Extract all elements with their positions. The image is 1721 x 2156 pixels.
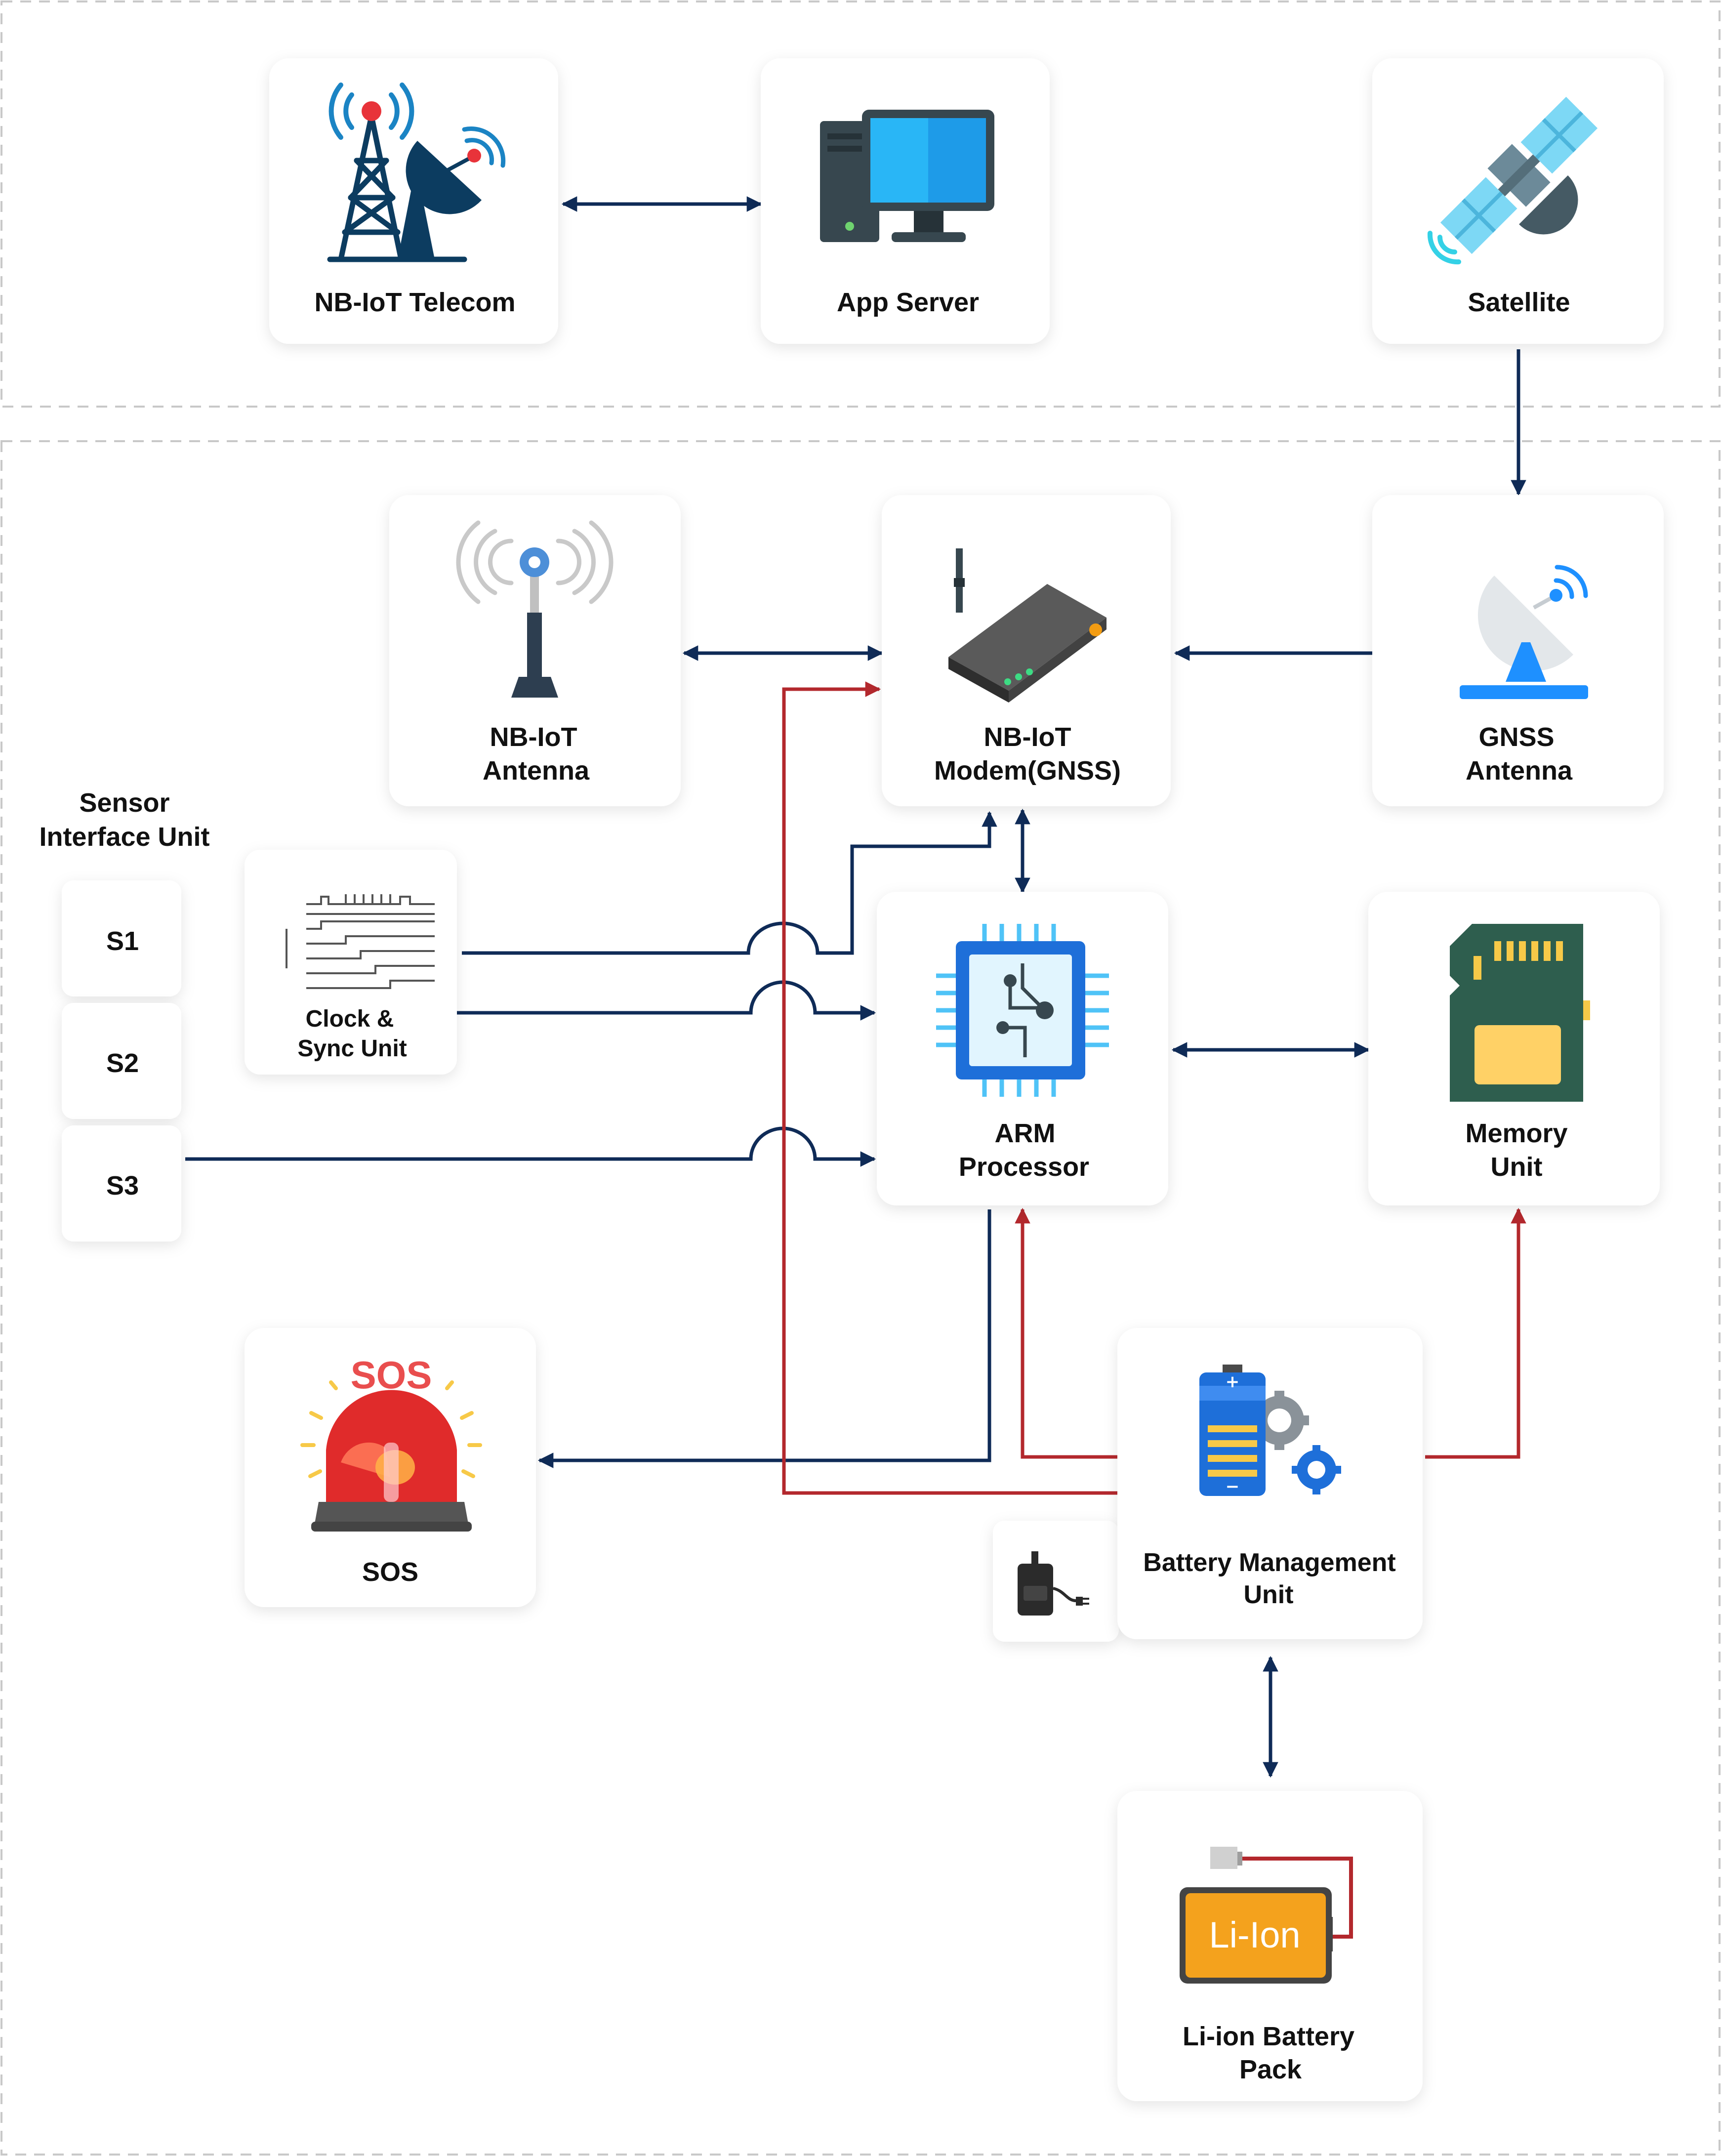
power-bmu-memory — [1425, 1207, 1526, 1459]
bmu-card[interactable]: + − Battery Management Unit — [1117, 1328, 1423, 1639]
memory-label-line2: Unit — [1491, 1152, 1543, 1182]
battery-gear-icon: + − — [1199, 1365, 1341, 1496]
sos-icon-text: SOS — [351, 1353, 432, 1397]
satellite-signal-icon — [1427, 231, 1461, 265]
server-card[interactable]: App Server — [761, 58, 1050, 344]
alarm-siren-icon: SOS — [300, 1353, 482, 1532]
processor-label-line2: Processor — [959, 1152, 1089, 1182]
sensor-s2-label: S2 — [106, 1048, 139, 1078]
processor-card[interactable]: ARM Processor — [877, 892, 1168, 1205]
sensor-s1-label: S1 — [106, 926, 139, 956]
connectors — [185, 196, 1526, 1778]
svg-text:+: + — [1226, 1372, 1240, 1392]
bmu-label-line2: Unit — [1243, 1580, 1293, 1609]
top-region-border — [0, 0, 1721, 408]
power-bmu-modem — [782, 681, 1117, 1495]
satellite-icon — [1440, 96, 1598, 254]
timing-diagram-icon — [286, 894, 435, 989]
device-region-border — [0, 440, 1721, 2156]
desktop-computer-icon — [820, 110, 994, 242]
gnss-antenna-label-line2: Antenna — [1466, 756, 1573, 786]
server-label: App Server — [837, 288, 979, 317]
link-clock-modem — [462, 811, 997, 955]
antenna-icon — [456, 520, 614, 698]
sensor-s3-label: S3 — [106, 1171, 139, 1201]
li-ion-battery-icon: Li-Ion — [1180, 1847, 1353, 1984]
nbiot-antenna-label-line2: Antenna — [483, 756, 590, 786]
clock-card[interactable]: Clock & Sync Unit — [245, 850, 457, 1075]
link-s3-arm — [185, 1126, 876, 1167]
link-arm-sos — [537, 1209, 991, 1468]
battery-label-line1: Li-ion Battery — [1183, 2022, 1354, 2051]
battery-label-line2: Pack — [1239, 2055, 1302, 2084]
modem-card[interactable]: NB-IoT Modem(GNSS) — [882, 495, 1171, 806]
cpu-chip-icon — [936, 924, 1109, 1097]
telecom-card[interactable]: NB-IoT Telecom — [269, 58, 558, 344]
modem-label-line2: Modem(GNSS) — [934, 756, 1121, 786]
nbiot-antenna-label-line1: NB-IoT — [490, 722, 577, 752]
sos-label: SOS — [362, 1557, 418, 1587]
gnss-antenna-card[interactable]: GNSS Antenna — [1372, 495, 1664, 806]
sos-card[interactable]: SOS SOS — [245, 1328, 536, 1607]
sensor-s2[interactable]: S2 — [62, 1003, 181, 1119]
charger-plug-icon — [1018, 1551, 1089, 1616]
memory-label-line1: Memory — [1465, 1119, 1567, 1148]
battery-card[interactable]: Li-Ion Li-ion Battery Pack — [1117, 1791, 1423, 2101]
sensor-s1[interactable]: S1 — [62, 880, 181, 996]
battery-icon-text: Li-Ion — [1209, 1914, 1300, 1955]
telecom-tower-dish-icon — [327, 83, 506, 262]
router-modem-icon — [948, 548, 1106, 703]
processor-label-line1: ARM — [995, 1119, 1056, 1148]
svg-text:−: − — [1226, 1477, 1240, 1496]
link-clock-arm — [455, 980, 876, 1021]
sensor-unit-title-line2: Interface Unit — [39, 822, 209, 852]
telecom-label: NB-IoT Telecom — [314, 288, 515, 317]
memory-card[interactable]: Memory Unit — [1368, 892, 1660, 1205]
sensor-s3[interactable]: S3 — [62, 1125, 181, 1242]
sensor-unit-title-line1: Sensor — [79, 788, 169, 818]
satellite-label: Satellite — [1468, 288, 1570, 317]
clock-label-line2: Sync Unit — [297, 1036, 407, 1062]
satellite-card[interactable]: Satellite — [1372, 58, 1664, 344]
bmu-label-line1: Battery Management — [1143, 1548, 1395, 1577]
modem-label-line1: NB-IoT — [984, 722, 1071, 752]
charger-card[interactable] — [993, 1521, 1119, 1642]
satellite-dish-icon — [1460, 565, 1588, 699]
clock-label-line1: Clock & — [306, 1006, 394, 1032]
gnss-antenna-label-line1: GNSS — [1478, 722, 1554, 752]
nbiot-antenna-card[interactable]: NB-IoT Antenna — [389, 495, 681, 806]
sd-card-icon — [1450, 924, 1590, 1102]
power-bmu-arm — [1015, 1207, 1117, 1459]
